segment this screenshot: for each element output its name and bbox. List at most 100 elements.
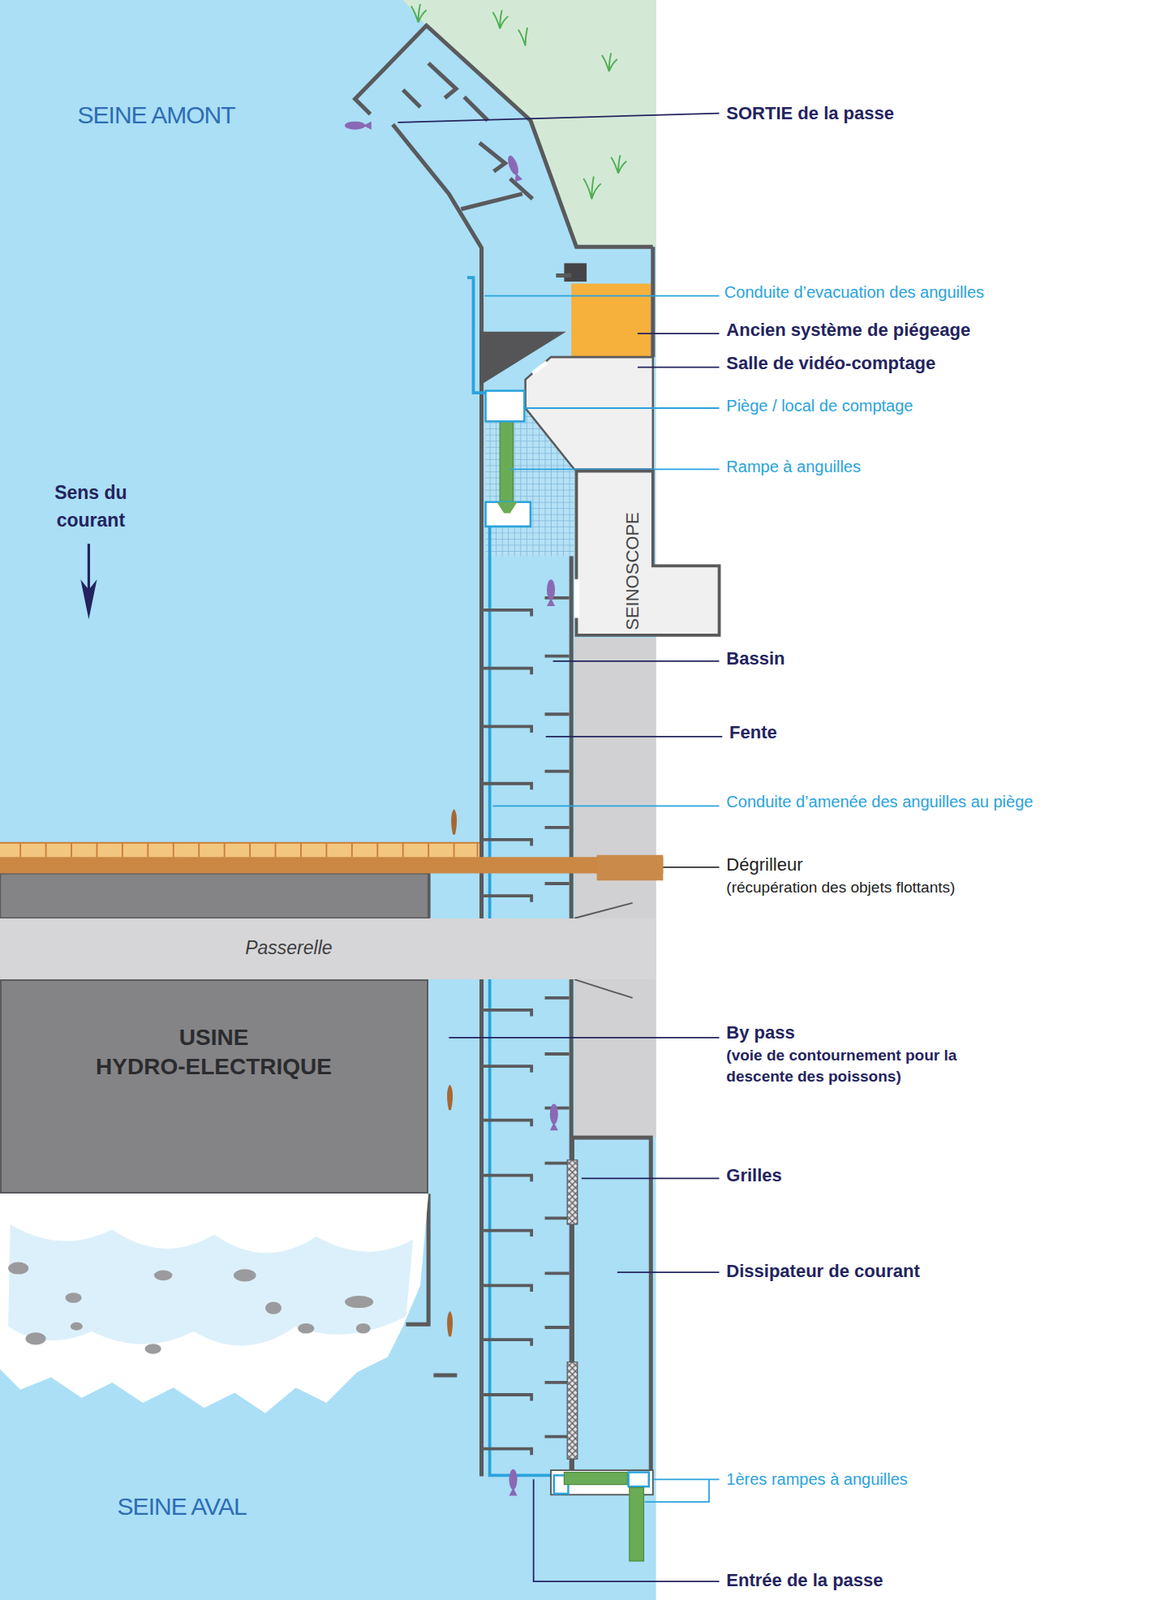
eel-icon [451,808,457,834]
ramp-foot [485,502,531,527]
node-label: SEINOSCOPE [621,511,643,630]
grass-tuft [601,52,618,72]
rock [297,1323,314,1334]
rock [265,1302,282,1315]
callout-label: SEINE AVAL [117,1491,247,1522]
footbridge-band: Passerelle [0,918,657,980]
rock [8,1262,29,1275]
trash-rack-block [597,855,664,881]
leader-line [533,1478,720,1582]
fish-icon [505,154,523,182]
leader-line [510,468,720,471]
callout-label: Bassin [726,648,785,670]
grass-tuft [411,4,627,199]
callout-label: Grilles [726,1164,782,1186]
scaled-art [0,0,723,1600]
leader-line [545,735,723,738]
fish-icon [511,171,523,182]
baffle [483,1436,570,1456]
eel-icon [447,808,457,1337]
rock [233,1268,257,1282]
eel-ramp [629,1487,645,1561]
fish-icon [508,1469,517,1490]
channel-wall [403,63,654,357]
node-label: USINE HYDRO-ELECTRIQUE [80,1023,349,1082]
eel-icon [447,1084,453,1110]
grille [567,1362,578,1459]
window [574,579,580,619]
callout-label: Conduite d’evacuation des anguilles [724,282,985,302]
leader-line [397,113,723,1582]
leader-line [617,1271,720,1273]
fish-icon [550,1122,559,1131]
node-label: Passerelle [245,937,332,961]
fish-icon [508,1487,517,1496]
baffle [483,883,570,903]
window [532,361,547,374]
callout-label: Fente [729,722,778,744]
leader-line [397,113,719,123]
leader-line [581,1177,720,1180]
fish-icon [344,121,366,130]
leader-line [553,660,720,663]
rock [356,1323,371,1334]
baffle [483,597,570,617]
leader-line [448,1036,719,1039]
rock [8,1262,374,1355]
dark-block [563,262,587,282]
leader-line [644,1478,720,1502]
trap-box [485,391,525,422]
baffle [483,997,570,1017]
callout-label: Piège / local de comptage [726,395,913,416]
fish-icon [546,579,555,607]
baffle [483,771,570,791]
grille [567,1160,578,1225]
baffle [483,1217,570,1237]
fish-icon [546,579,555,600]
baffle [483,1382,570,1402]
fish-icon [344,121,372,130]
baffle [483,656,570,675]
land-strip [574,637,657,1138]
entrance-box [628,1472,650,1488]
baffle [483,597,570,1455]
river-water [0,0,657,1600]
callout-label: Entrée de la passe [726,1569,883,1591]
fish-icon [344,121,559,1497]
grass-tuft [583,176,601,200]
callout-label: Dégrilleur [726,854,803,876]
fish-icon [363,121,372,130]
channel-wall [555,273,572,278]
current-arrow [80,579,97,620]
railing [0,842,480,858]
baffle [483,1327,570,1346]
baffle [483,1163,570,1183]
rock [25,1332,46,1345]
leader-line [492,805,719,808]
fish-icon [505,154,521,177]
callout-label: (récupération des objets flottants) [726,878,955,898]
railing [0,842,480,859]
callout-label: By pass [726,1021,795,1043]
foam [8,1224,413,1346]
eel-pipe [467,277,486,393]
leader-line [637,332,720,335]
fish-icon [546,597,555,607]
old-trap [571,283,651,361]
trash-rack-bar [0,856,663,873]
leader-line [484,295,719,297]
baffle [483,827,570,847]
grass-tuft [518,27,528,47]
callout-label: Conduite d’amenée des anguilles au piège [726,791,1033,812]
callout-label: Rampe à anguilles [726,456,861,477]
leader-line [662,866,719,869]
seinoscope-room: SEINOSCOPE [574,468,722,637]
foam [0,1193,429,1413]
grass-tuft [411,4,427,23]
leader-line [525,407,720,409]
railing [0,842,480,858]
seinoscope-outline [574,468,722,637]
wall-block [0,872,429,918]
fish-icon [508,1469,517,1497]
